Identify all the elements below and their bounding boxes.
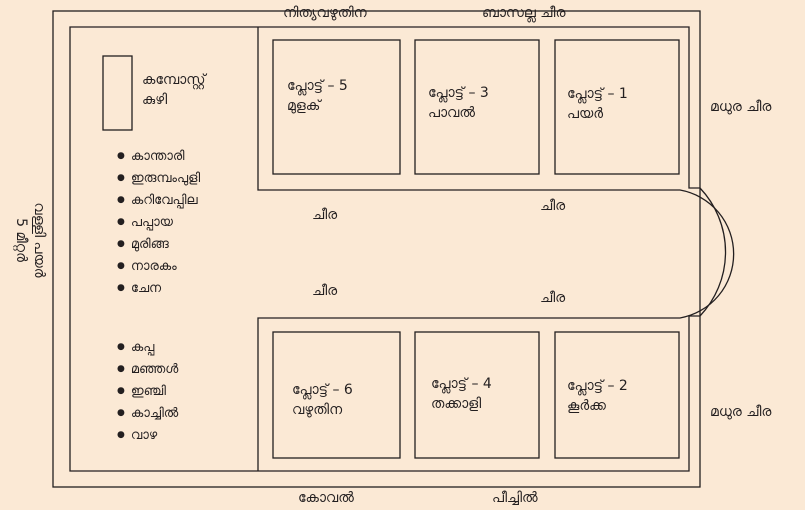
compost-pit — [102, 55, 133, 131]
list-item: ചേന — [117, 277, 200, 299]
plot-6-label: പ്ലോട്ട് – 6 വഴുതിന — [292, 380, 353, 420]
plot-4-title: പ്ലോട്ട് – 4 — [431, 376, 492, 392]
plot-4-box — [414, 331, 540, 459]
list-item: ഇരുമ്പംപുളി — [117, 167, 200, 189]
u-path-outline — [257, 27, 735, 471]
label-right-bottom: മധുര ചീര — [710, 404, 772, 420]
plot-6-box — [272, 331, 401, 459]
plot-3-title: പ്ലോട്ട് – 3 — [428, 85, 489, 101]
plot-2-box — [554, 331, 680, 459]
plant-list-bottom: കപ്പ മഞ്ഞൾ ഇഞ്ചി കാച്ചിൽ വാഴ — [117, 336, 179, 446]
label-top-left: നിത്യവഴുതിന — [283, 5, 367, 21]
plot-2-label: പ്ലോട്ട് – 2 കൂർക്ക — [567, 376, 628, 416]
label-left-line2: 5 മീറ്റർ — [13, 218, 29, 262]
label-bottom-left: കോവൽ — [298, 490, 354, 506]
list-item: കപ്പ — [117, 336, 178, 358]
label-path-lower-left: ചീര — [312, 283, 338, 299]
list-item: കാച്ചിൽ — [117, 402, 178, 424]
compost-label: കമ്പോസ്റ്റ് കുഴി — [142, 70, 205, 110]
plot-3-crop: പാവൽ — [428, 105, 475, 121]
list-item: നാരകം — [117, 255, 200, 277]
label-path-upper-left: ചീര — [312, 207, 338, 223]
plot-5-box — [272, 39, 401, 175]
compost-label-line2: കുഴി — [142, 92, 168, 108]
outer-boundary — [52, 10, 701, 488]
list-item: പപ്പായ — [117, 211, 200, 233]
label-path-lower-right: ചീര — [540, 290, 566, 306]
label-bottom-right: പീച്ചിൽ — [492, 490, 538, 506]
list-item: വാഴ — [117, 424, 178, 446]
list-item: കറിവേപ്പില — [117, 189, 200, 211]
plot-6-crop: വഴുതിന — [292, 402, 343, 418]
label-right-top: മധുര ചീര — [710, 99, 772, 115]
plant-list-top: കാന്താരി ഇരുമ്പംപുളി കറിവേപ്പില പപ്പായ മ… — [117, 145, 200, 299]
plot-5-label: പ്ലോട്ട് – 5 മുളക് — [287, 76, 348, 116]
plot-3-box — [414, 39, 540, 175]
label-top-right: ബാസല്ല ചീര — [482, 5, 566, 21]
inner-field-outline — [69, 26, 727, 472]
plot-5-crop: മുളക് — [287, 98, 321, 114]
list-item: ഇഞ്ചി — [117, 380, 178, 402]
plot-2-title: പ്ലോട്ട് – 2 — [567, 378, 628, 394]
plot-1-crop: പയർ — [567, 106, 604, 122]
label-path-upper-right: ചീര — [540, 198, 566, 214]
compost-label-line1: കമ്പോസ്റ്റ് — [142, 72, 206, 88]
plot-5-title: പ്ലോട്ട് – 5 — [287, 78, 348, 94]
plot-1-title: പ്ലോട്ട് – 1 — [567, 86, 628, 102]
plot-2-crop: കൂർക്ക — [567, 398, 606, 414]
plot-6-title: പ്ലോട്ട് – 6 — [292, 382, 353, 398]
plot-4-label: പ്ലോട്ട് – 4 തക്കാളി — [431, 374, 492, 414]
plot-3-label: പ്ലോട്ട് – 3 പാവൽ — [428, 83, 489, 123]
list-item: കാന്താരി — [117, 145, 200, 167]
label-left-vertical: വള്ളി പയർ 5 മീറ്റർ — [12, 202, 48, 277]
label-left-line1: വള്ളി പയർ — [31, 202, 47, 278]
list-item: മഞ്ഞൾ — [117, 358, 179, 380]
list-item: മുരിങ്ങ — [117, 233, 200, 255]
plot-1-label: പ്ലോട്ട് – 1 പയർ — [567, 84, 628, 124]
plot-1-box — [554, 39, 680, 175]
plot-4-crop: തക്കാളി — [431, 396, 482, 412]
